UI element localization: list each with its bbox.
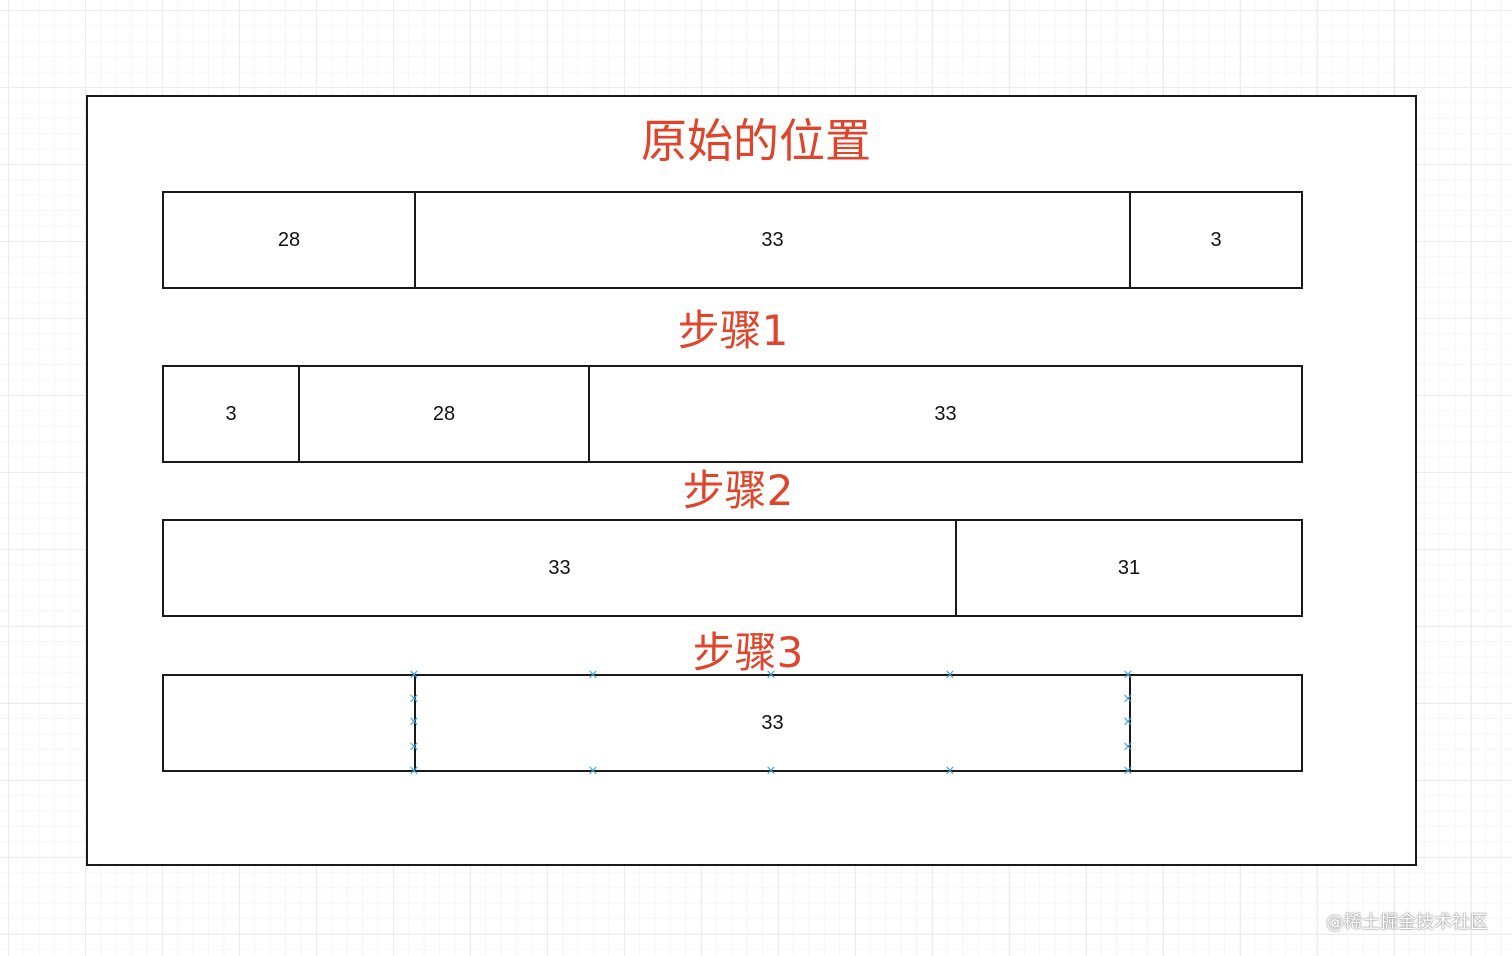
selection-handle-icon[interactable]: × (1122, 691, 1134, 707)
selection-handle-icon[interactable]: × (944, 667, 956, 683)
selection-handle-icon[interactable]: × (765, 763, 777, 779)
step-1-label: 步骤1 (677, 306, 789, 355)
selection-handle-icon[interactable]: × (1122, 739, 1134, 755)
row-original-cell[interactable]: 3 (1210, 228, 1222, 251)
selection-handle-icon[interactable]: × (408, 763, 420, 779)
row-step-1[interactable]: 3 28 33 (162, 365, 1303, 463)
selection-handle-icon[interactable]: × (408, 667, 420, 683)
row-step-3-selected-cell[interactable]: 33 (414, 676, 1131, 770)
selection-handle-icon[interactable]: × (1122, 714, 1134, 730)
row-step-2-cell[interactable]: 31 (1117, 556, 1141, 579)
selection-handle-icon[interactable]: × (587, 763, 599, 779)
row-step-2[interactable]: 33 31 (162, 519, 1303, 617)
row-original-cell[interactable]: 28 (164, 193, 416, 287)
selection-handle-icon[interactable]: × (765, 667, 777, 683)
row-step-2-cell[interactable]: 33 (164, 521, 957, 615)
row-step-1-cell[interactable]: 33 (934, 402, 957, 425)
selection-handle-icon[interactable]: × (408, 714, 420, 730)
row-step-1-cell[interactable]: 3 (164, 367, 300, 461)
selection-handle-icon[interactable]: × (408, 691, 420, 707)
watermark: @稀土掘金技术社区 (1326, 912, 1488, 933)
selection-handle-icon[interactable]: × (1122, 763, 1134, 779)
row-step-3-cell[interactable] (1131, 676, 1301, 770)
selection-handle-icon[interactable]: × (587, 667, 599, 683)
diagram-title: 原始的位置 (641, 114, 871, 168)
row-step-3-cell[interactable] (164, 676, 414, 770)
row-original[interactable]: 28 33 3 (162, 191, 1303, 289)
step-2-label: 步骤2 (682, 466, 794, 515)
selection-handle-icon[interactable]: × (1122, 667, 1134, 683)
selection-handle-icon[interactable]: × (408, 739, 420, 755)
row-original-cell[interactable]: 33 (416, 193, 1131, 287)
row-step-3[interactable]: 33 (162, 674, 1303, 772)
selection-handle-icon[interactable]: × (944, 763, 956, 779)
step-3-label: 步骤3 (692, 628, 804, 677)
row-step-1-cell[interactable]: 28 (300, 367, 590, 461)
